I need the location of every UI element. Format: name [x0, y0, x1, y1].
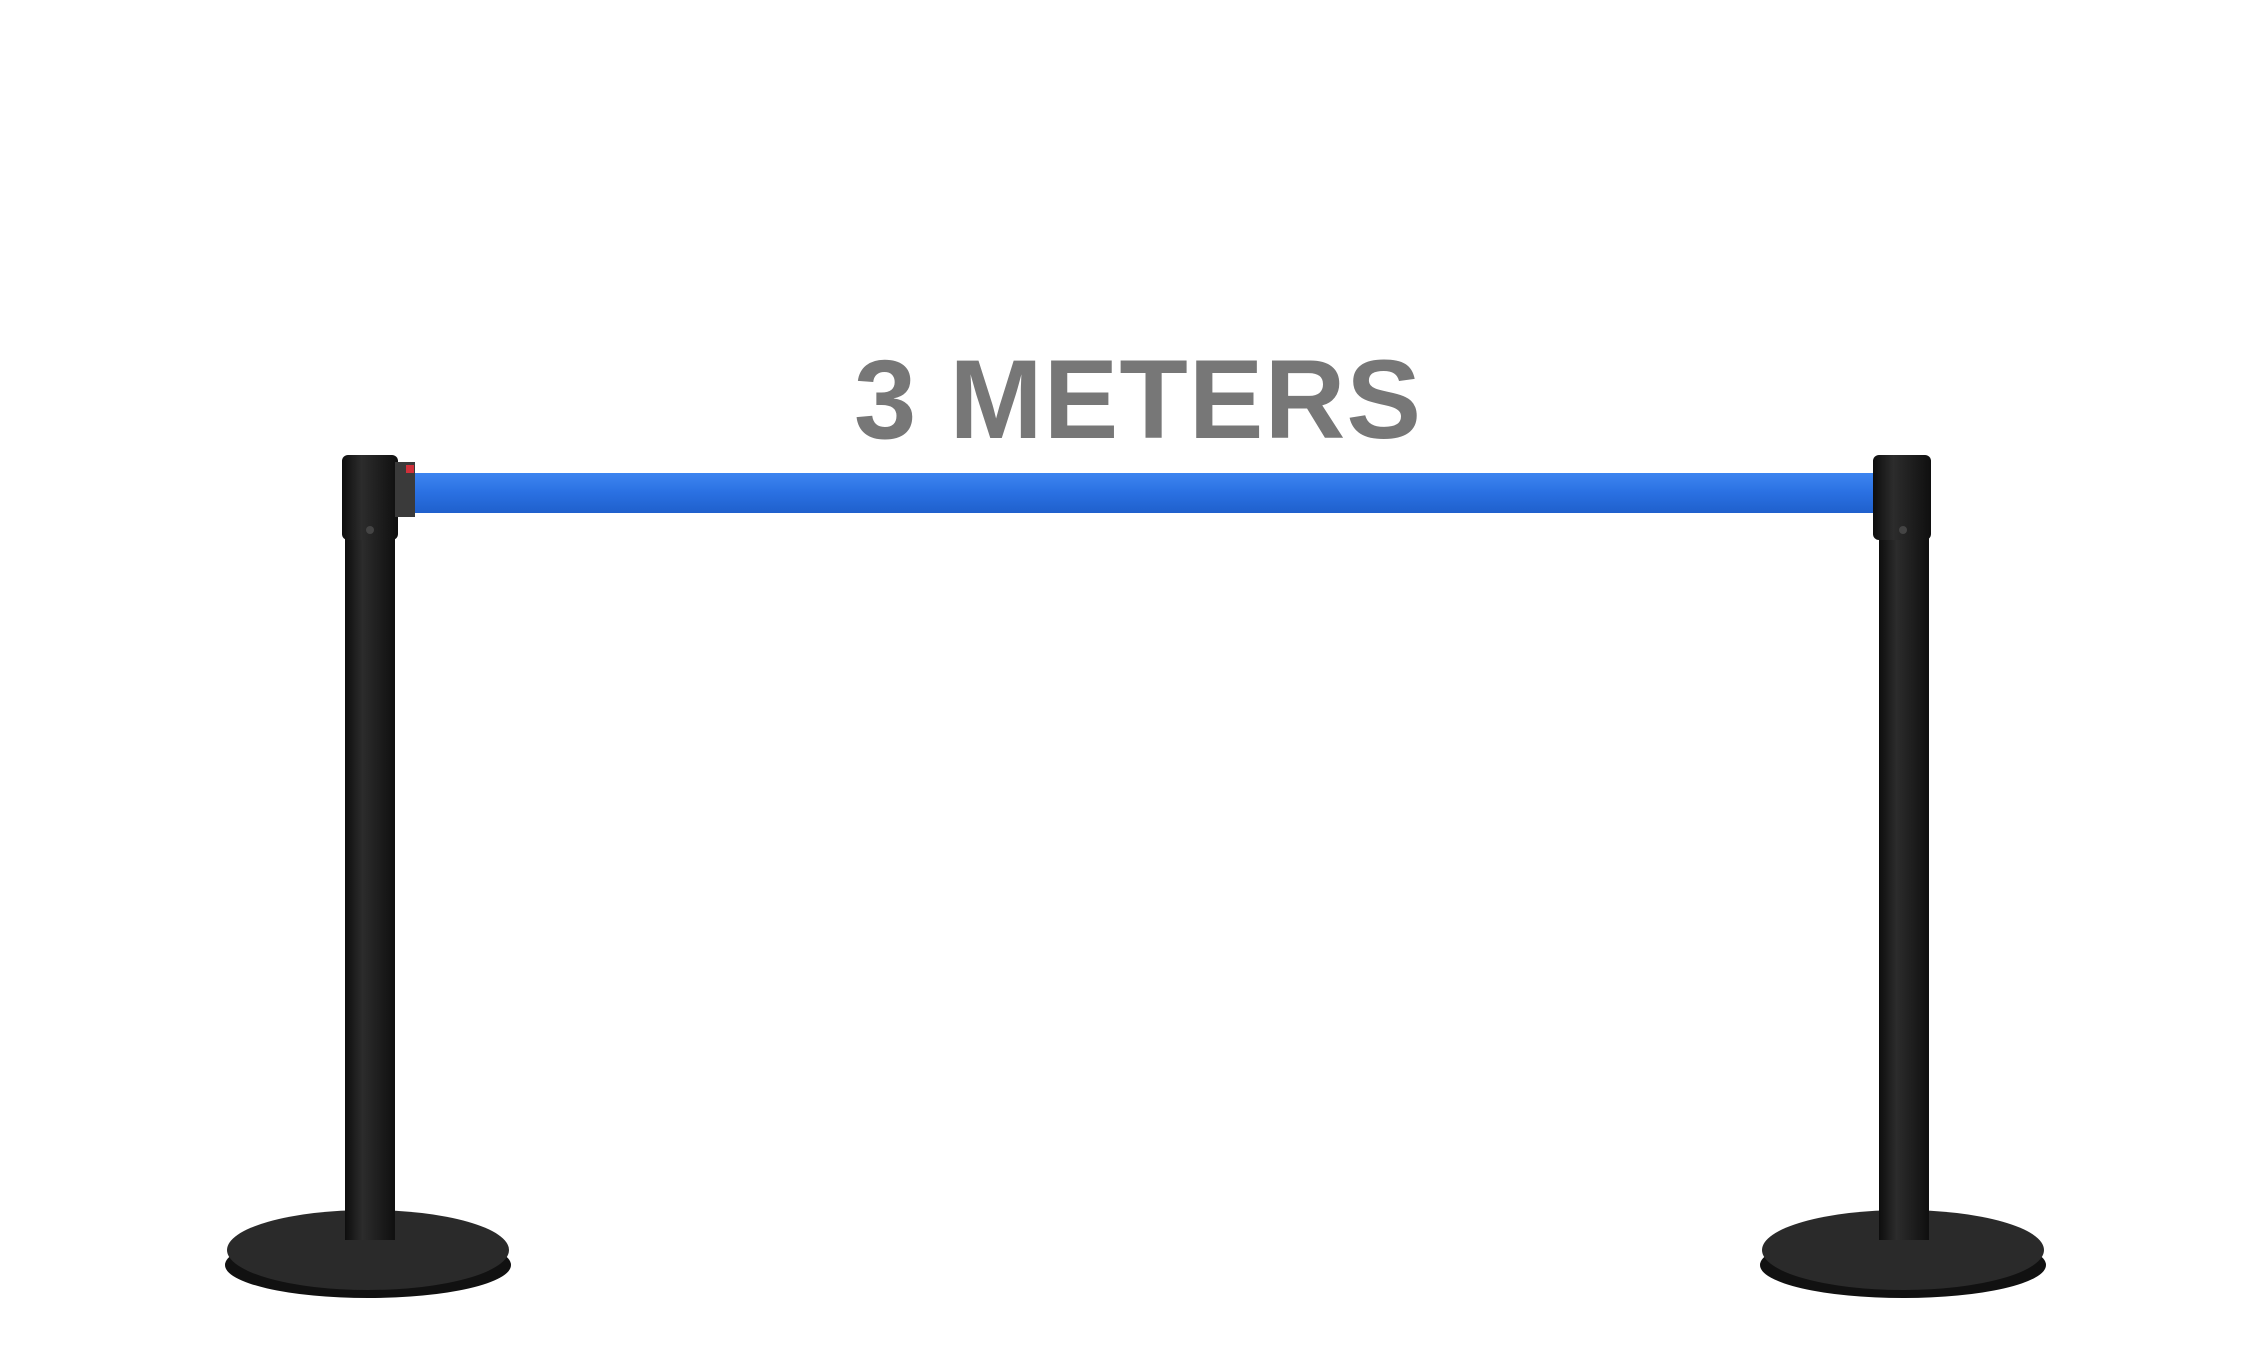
length-caption: 3 METERS [853, 337, 1423, 462]
left-post-head [342, 455, 398, 540]
left-stanchion [225, 455, 511, 1298]
retractable-belt [412, 473, 1877, 513]
right-stanchion [1760, 455, 2046, 1298]
left-belt-cassette [395, 462, 415, 517]
right-post-head [1873, 455, 1931, 540]
